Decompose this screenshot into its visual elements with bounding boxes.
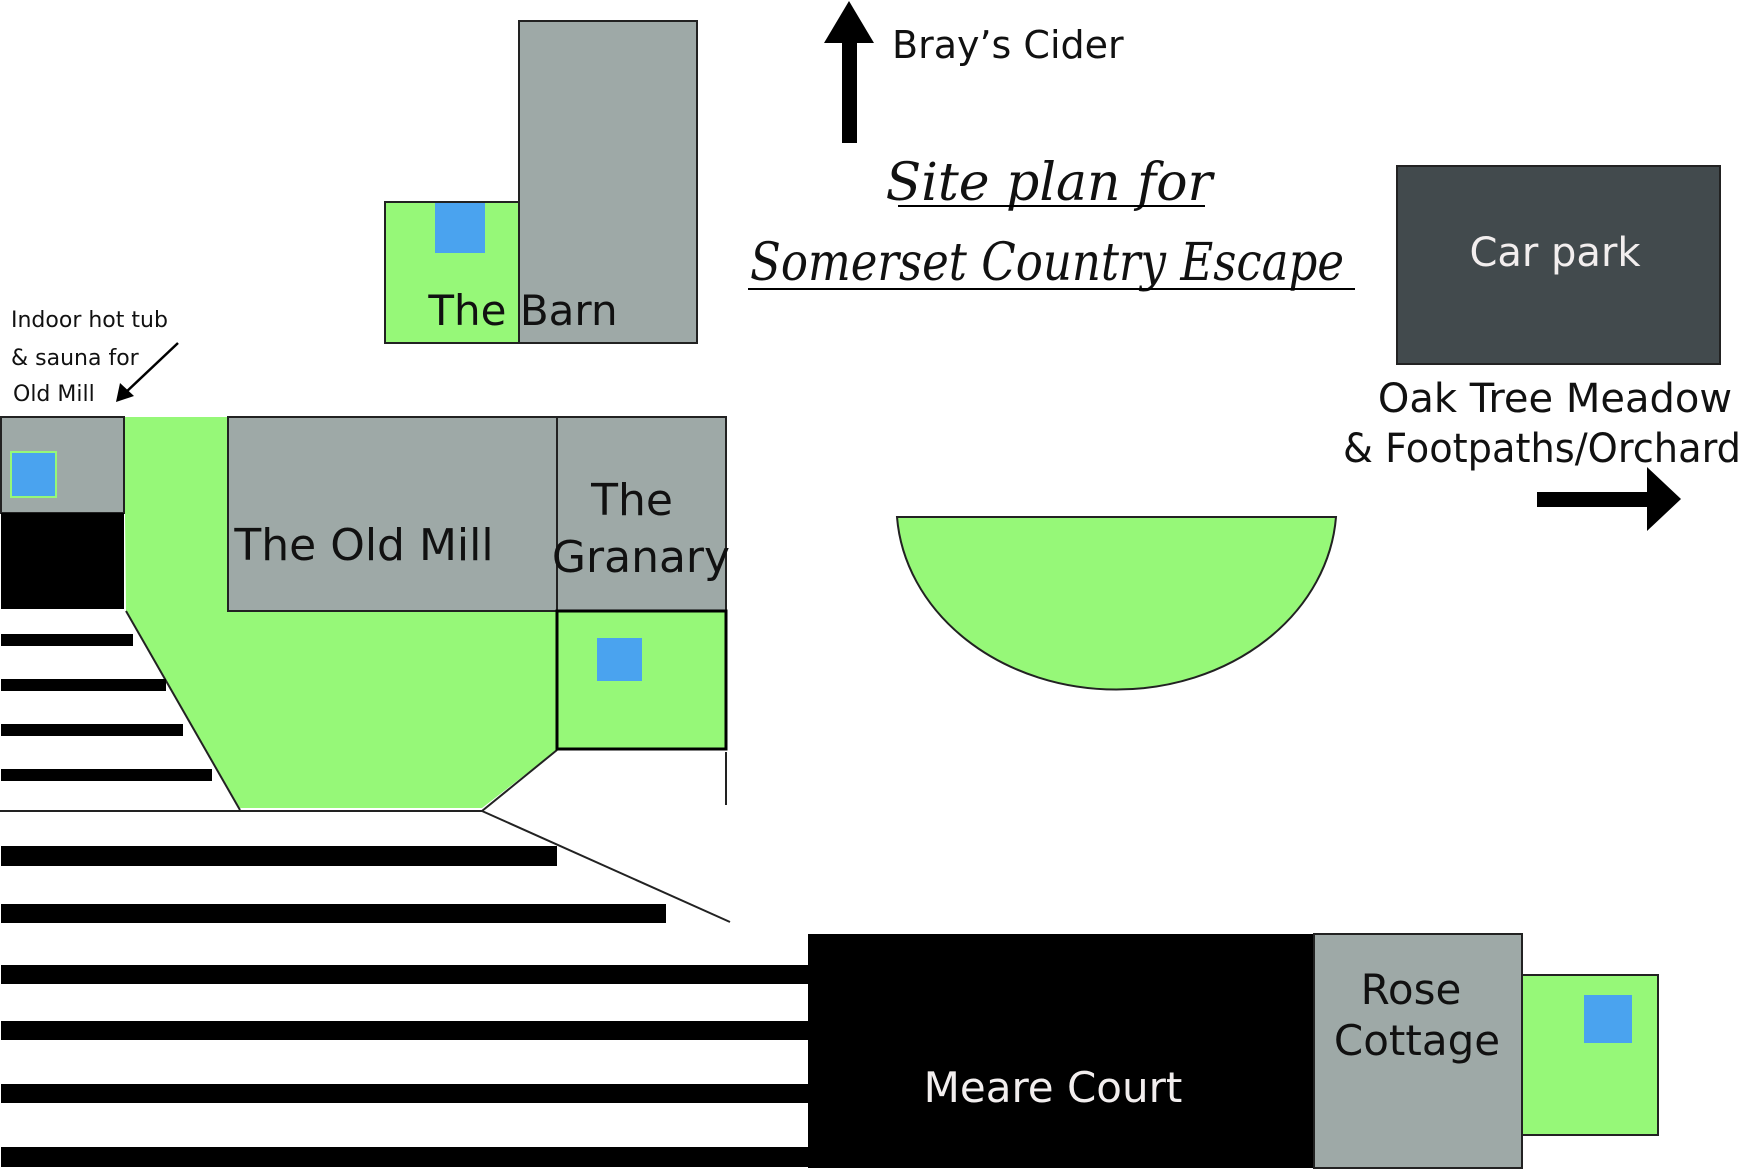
rose-cottage-label-line-1: Rose	[1361, 965, 1462, 1014]
granary-label-line-1: The	[590, 475, 673, 526]
annotation-arrow-head	[116, 383, 134, 402]
barn-label: The Barn	[427, 286, 617, 335]
drive-edge	[481, 810, 731, 923]
old-mill-building	[227, 416, 558, 612]
parking-stripe	[1, 904, 666, 923]
barn-hot-tub	[435, 203, 485, 253]
old-mill-garden	[124, 417, 557, 808]
parking-stripe	[1, 769, 212, 781]
hot-tub-annotation-line-2: & sauna for	[11, 346, 140, 371]
old-mill-hot-tub	[10, 451, 57, 498]
annotation-arrow-line	[123, 342, 179, 395]
east-destination-label-line-1: Oak Tree Meadow	[1378, 376, 1732, 422]
meare-court-label: Meare Court	[924, 1063, 1183, 1112]
parking-stripe	[1, 846, 557, 866]
north-destination-label: Bray’s Cider	[892, 23, 1124, 67]
semicircle-lawn	[895, 516, 1338, 691]
granary-label-line-2: Granary	[552, 532, 730, 583]
hot-tub-annotation-line-1: Indoor hot tub	[11, 308, 168, 333]
parking-stripe	[1, 1147, 809, 1167]
courtyard-edge-left	[125, 610, 241, 811]
parking-stripe	[1, 1021, 809, 1040]
north-arrow-head	[824, 1, 874, 43]
parking-stripe	[1, 634, 133, 646]
hot-tub-annotation-line-3: Old Mill	[13, 382, 95, 407]
barn-building	[518, 20, 698, 344]
rose-cottage-label-line-2: Cottage	[1334, 1016, 1500, 1065]
east-arrow-shaft	[1537, 492, 1649, 507]
parking-stripe	[1, 1084, 809, 1103]
east-destination-label-line-2: & Footpaths/Orchard	[1343, 426, 1741, 472]
granary-building	[556, 416, 727, 612]
parking-stripe	[1, 679, 166, 691]
courtyard-edge-right	[481, 749, 558, 812]
parking-stripe	[1, 965, 809, 984]
car-park-label: Car park	[1469, 230, 1641, 276]
car-park	[1396, 165, 1721, 365]
map-title-line-2: Somerset Country Escape	[750, 233, 1344, 293]
granary-hot-tub	[597, 638, 642, 681]
east-arrow-head	[1647, 467, 1681, 531]
meare-court-building	[808, 934, 1314, 1168]
old-mill-annex	[1, 513, 124, 609]
parking-stripe	[1, 724, 183, 736]
north-arrow-shaft	[842, 42, 857, 143]
map-title-line-1: Site plan for	[886, 153, 1216, 213]
rose-cottage-building	[1313, 933, 1523, 1169]
old-mill-label: The Old Mill	[233, 520, 493, 571]
rose-cottage-hot-tub	[1584, 995, 1632, 1043]
